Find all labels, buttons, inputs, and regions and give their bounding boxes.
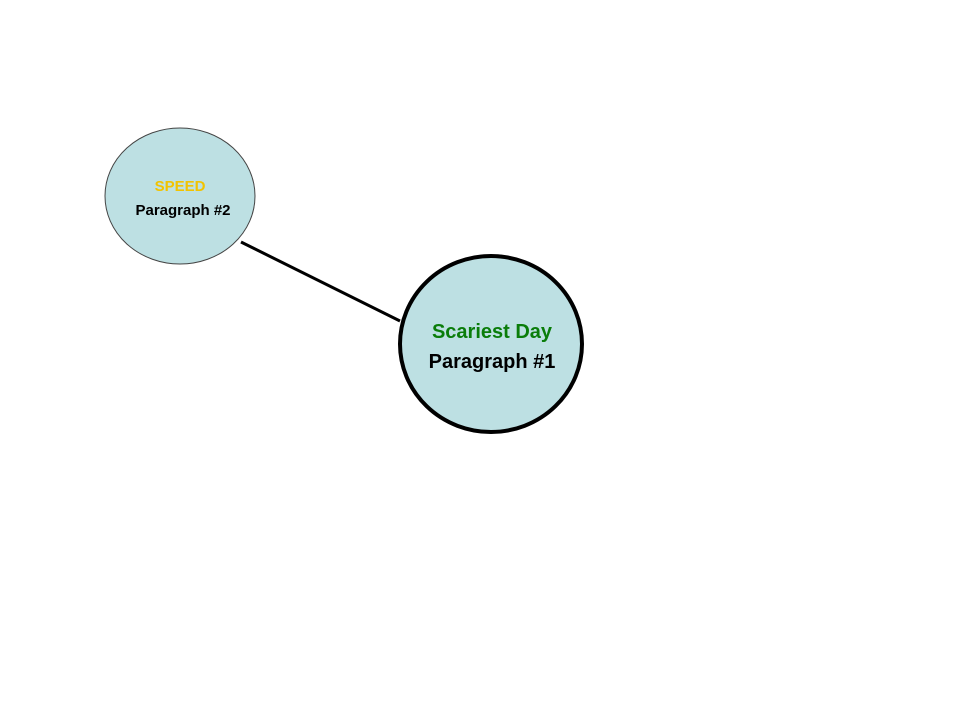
main-node-title: Scariest Day (432, 321, 553, 343)
secondary-node-circle (104, 127, 256, 265)
secondary-node[interactable]: SPEED Paragraph #2 (104, 127, 256, 265)
main-node-subtitle: Paragraph #1 (429, 351, 556, 373)
secondary-node-subtitle: Paragraph #2 (135, 202, 230, 219)
main-node[interactable]: Scariest Day Paragraph #1 (398, 254, 584, 434)
main-node-circle (398, 254, 584, 434)
connector-line (240, 240, 401, 323)
secondary-node-title: SPEED (155, 178, 206, 195)
